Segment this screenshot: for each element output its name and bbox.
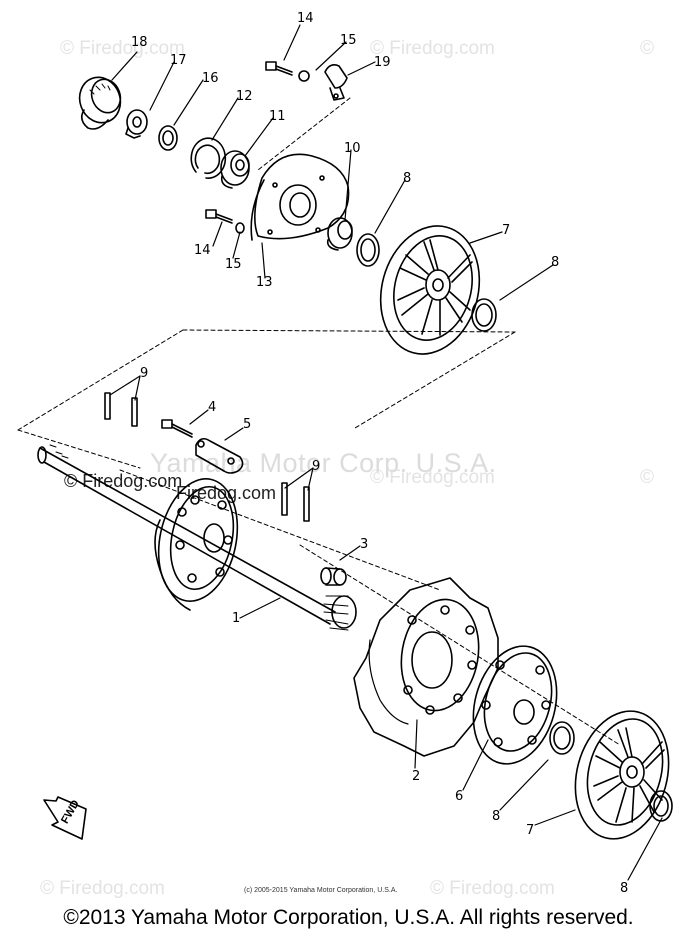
part-16-washer bbox=[158, 125, 178, 151]
callout-17: 17 bbox=[170, 53, 187, 68]
callout-3: 3 bbox=[360, 537, 369, 552]
callout-8: 8 bbox=[403, 171, 412, 186]
part-8-spacer bbox=[549, 721, 575, 755]
callout-2: 2 bbox=[412, 769, 421, 784]
callout-9: 9 bbox=[140, 366, 149, 381]
part-4-bolt bbox=[161, 419, 193, 438]
part-18-cap bbox=[78, 76, 122, 130]
part-8-spacer bbox=[471, 298, 497, 332]
callout-15: 15 bbox=[225, 257, 242, 272]
callout-10: 10 bbox=[344, 141, 361, 156]
callout-15: 15 bbox=[340, 33, 357, 48]
part-19-clip bbox=[324, 64, 348, 101]
part-6-flange bbox=[472, 645, 558, 765]
callout-8: 8 bbox=[492, 809, 501, 824]
watermark: © bbox=[640, 467, 654, 488]
left-hub-flange bbox=[154, 478, 239, 611]
part-7-wheel-lower bbox=[574, 710, 670, 840]
part-7-wheel-upper bbox=[379, 225, 481, 355]
callout-11: 11 bbox=[269, 109, 286, 124]
part-8-spacer bbox=[649, 790, 673, 822]
part-13-housing bbox=[250, 153, 350, 241]
guide-line bbox=[17, 429, 141, 469]
guide-line bbox=[119, 469, 441, 591]
part-10-bearing bbox=[326, 217, 353, 251]
watermark: © Firedog.com bbox=[60, 38, 185, 59]
part-2-sprocket bbox=[353, 577, 499, 757]
callout-19: 19 bbox=[374, 55, 391, 70]
guide-line bbox=[17, 329, 184, 431]
watermark: © Firedog.com bbox=[430, 878, 555, 899]
vendor-watermark: Yamaha Motor Corp. U.S.A. bbox=[150, 448, 497, 478]
watermark-dark: © Firedog.com bbox=[64, 471, 183, 491]
part-11-bearing bbox=[220, 150, 250, 189]
part-12-circlip bbox=[190, 137, 227, 179]
callout-14: 14 bbox=[297, 11, 314, 26]
footer-copyright: ©2013 Yamaha Motor Corporation, U.S.A. A… bbox=[63, 906, 634, 929]
part-9-pins-left bbox=[104, 392, 138, 427]
part-15-washer-lower bbox=[235, 222, 245, 234]
watermark: © Firedog.com bbox=[370, 467, 495, 488]
part-3-spacer bbox=[320, 567, 347, 586]
part-1-axle bbox=[37, 444, 357, 631]
callout-12: 12 bbox=[236, 89, 253, 104]
callout-14: 14 bbox=[194, 243, 211, 258]
callout-1: 1 bbox=[232, 611, 241, 626]
part-5-bracket bbox=[195, 437, 244, 474]
guide-line bbox=[354, 331, 516, 429]
callout-8: 8 bbox=[620, 881, 629, 896]
callout-8: 8 bbox=[551, 255, 560, 270]
small-copyright: (c) 2005-2015 Yamaha Motor Corporation, … bbox=[244, 887, 398, 894]
callout-6: 6 bbox=[455, 789, 464, 804]
callout-7: 7 bbox=[526, 823, 535, 838]
part-15-washer-top bbox=[298, 70, 310, 82]
callout-7: 7 bbox=[502, 223, 511, 238]
callout-9: 9 bbox=[312, 459, 321, 474]
callout-13: 13 bbox=[256, 275, 273, 290]
callout-16: 16 bbox=[202, 71, 219, 86]
part-14-bolt-top bbox=[265, 61, 293, 76]
callout-18: 18 bbox=[131, 35, 148, 50]
watermark: © Firedog.com bbox=[370, 38, 495, 59]
guide-line bbox=[182, 329, 516, 333]
part-9-pins-right bbox=[281, 482, 310, 522]
watermark: © Firedog.com bbox=[40, 878, 165, 899]
callout-4: 4 bbox=[208, 400, 217, 415]
part-14-bolt-lower bbox=[205, 209, 233, 224]
part-8-spacer bbox=[356, 233, 380, 267]
guide-line bbox=[257, 97, 351, 171]
watermark: © bbox=[640, 38, 654, 59]
part-17-nut bbox=[125, 109, 148, 139]
callout-5: 5 bbox=[243, 417, 252, 432]
guide-line bbox=[299, 544, 621, 746]
fwd-arrow bbox=[43, 796, 87, 840]
